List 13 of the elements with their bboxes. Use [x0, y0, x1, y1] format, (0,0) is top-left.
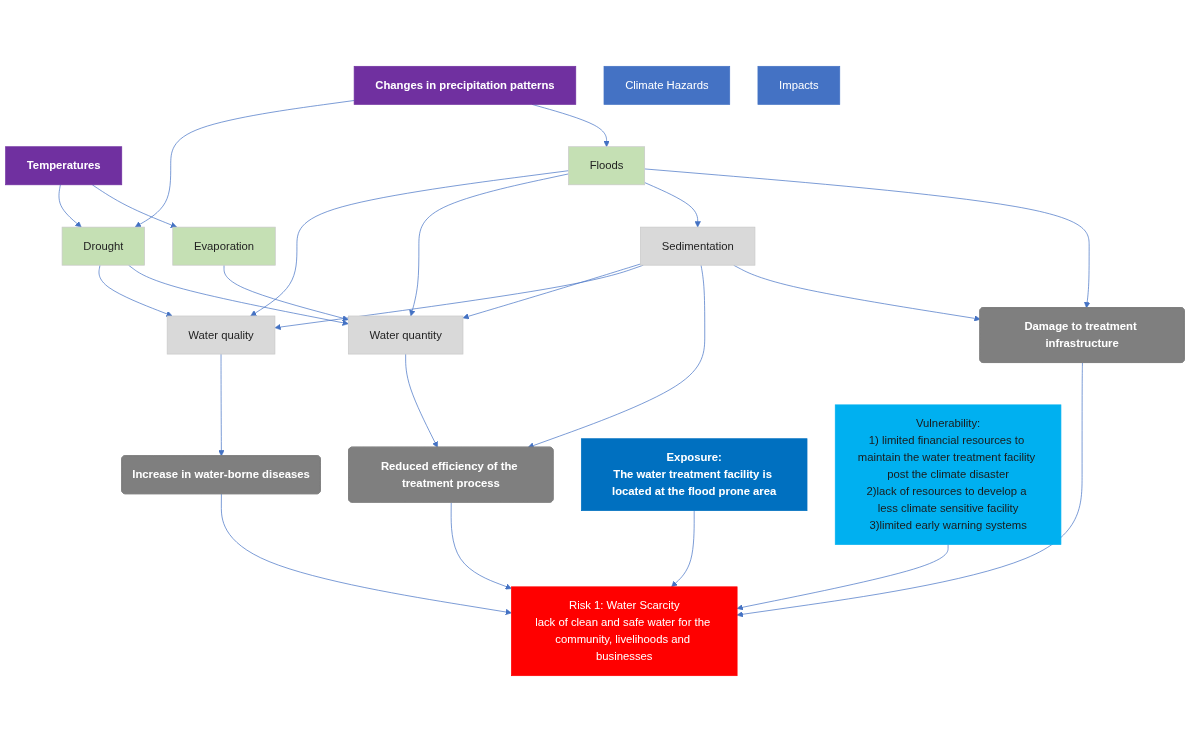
node-box: Vulnerability: 1) limited financial resources to maintain the water treatment facility post the climate disaster 2)lack of resources to develop a less climate sensitive facility 3)limited early warning systems — [834, 404, 1062, 545]
node-box: Temperatures — [5, 146, 123, 186]
node-box: Risk 1: Water Scarcity lack of clean and safe water for the community, livelihoods and businesses — [511, 586, 738, 677]
node-box: Sedimentation — [640, 226, 756, 266]
node-box: Impacts — [757, 65, 841, 105]
node-box: Exposure: The water treatment facility is located at the flood prone area — [580, 438, 808, 511]
node-box: Climate Hazards — [603, 65, 731, 105]
node-box: Evaporation — [172, 226, 276, 266]
node-box: Water quality — [166, 315, 276, 355]
node-box: Drought — [61, 226, 145, 266]
node-box: Floods — [568, 146, 646, 186]
node-box: Water quantity — [347, 315, 464, 355]
node-box: Changes in precipitation patterns — [353, 65, 577, 105]
